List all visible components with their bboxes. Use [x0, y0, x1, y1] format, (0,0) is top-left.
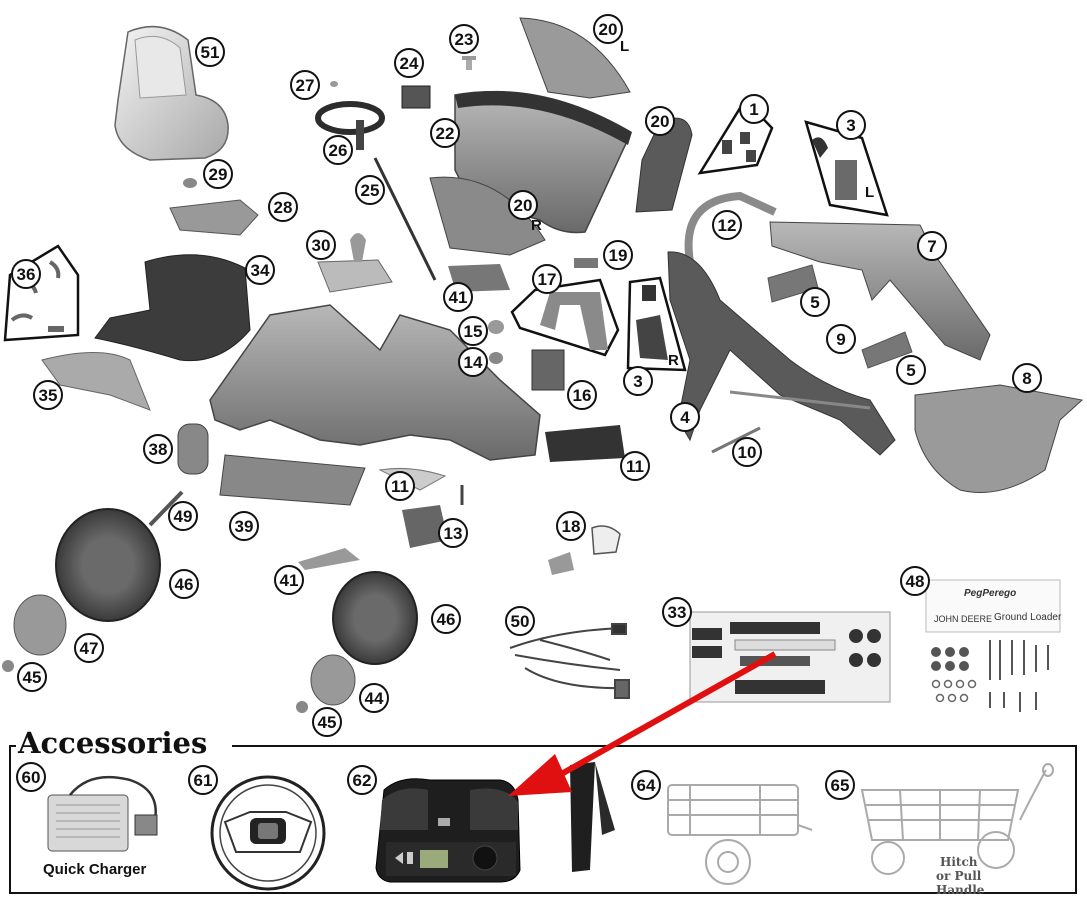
side-mark-right-20: R [531, 217, 542, 234]
callout-4: 4 [670, 402, 700, 432]
callout-8: 8 [1012, 363, 1042, 393]
callout-25: 25 [355, 175, 385, 205]
callout-29: 29 [203, 159, 233, 189]
hardware-kit-part [925, 579, 1061, 712]
callout-17: 17 [532, 264, 562, 294]
callout-20-top: 20 [593, 14, 623, 44]
callout-48: 48 [900, 566, 930, 596]
switch-part [401, 56, 476, 109]
side-mark-left-20: L [620, 38, 630, 55]
accessories-frame [9, 745, 1077, 894]
callout-20-right: 20 [645, 106, 675, 136]
callout-23: 23 [449, 24, 479, 54]
accessories-title: Accessories [16, 726, 214, 760]
callout-5-left: 5 [800, 287, 830, 317]
callout-27: 27 [290, 70, 320, 100]
callout-49: 49 [168, 501, 198, 531]
decal-sheet-part [689, 611, 891, 703]
hitch-label-line1: Hitch [940, 855, 978, 869]
callout-45-left: 45 [17, 662, 47, 692]
rear-fender-parts [3, 244, 251, 362]
callout-47: 47 [74, 633, 104, 663]
callout-10: 10 [732, 437, 762, 467]
decal-brand: PegPerego [964, 588, 1017, 599]
callout-22: 22 [430, 118, 460, 148]
steering-rod-part [373, 157, 437, 281]
decal-model: Ground Loader [994, 612, 1062, 623]
callout-11-right: 11 [620, 451, 650, 481]
callout-44: 44 [359, 683, 389, 713]
hitch-label-line2: or Pull Handle [936, 869, 985, 897]
callout-36: 36 [11, 259, 41, 289]
bucket-part [914, 384, 1084, 493]
red-arrow [508, 651, 777, 796]
seat-mount-parts [169, 178, 259, 236]
callout-5-right: 5 [896, 355, 926, 385]
steering-wheel-part [315, 81, 385, 150]
quick-charger-label: Quick Charger [43, 861, 147, 878]
callout-34: 34 [245, 255, 275, 285]
callout-41-top: 41 [443, 282, 473, 312]
trailer-accessory [667, 784, 813, 885]
callout-46-right: 46 [431, 604, 461, 634]
callout-61: 61 [188, 765, 218, 795]
gear-shifter-part [317, 233, 393, 293]
steering-wheel-accessory [210, 775, 326, 891]
callout-60: 60 [16, 762, 46, 792]
callout-3-top: 3 [836, 110, 866, 140]
callout-1: 1 [739, 94, 769, 124]
chassis-part [209, 304, 541, 461]
callout-15: 15 [458, 316, 488, 346]
callout-33: 33 [662, 597, 692, 627]
callout-65: 65 [825, 770, 855, 800]
wiring-harness-part [509, 623, 631, 699]
wagon-accessory [860, 763, 1054, 875]
callout-38: 38 [143, 434, 173, 464]
callout-24: 24 [394, 48, 424, 78]
quick-charger-part [47, 775, 158, 852]
callout-30: 30 [306, 230, 336, 260]
callout-16: 16 [567, 380, 597, 410]
misc-small-parts [298, 485, 621, 575]
callout-19: 19 [603, 240, 633, 270]
decal-product: JOHN DEERE [934, 614, 993, 624]
callout-12: 12 [712, 210, 742, 240]
battery-bracket-parts [448, 258, 687, 372]
callout-45-right: 45 [312, 707, 342, 737]
callout-46-left: 46 [169, 569, 199, 599]
side-mark-right-3: R [668, 352, 679, 369]
loader-frame-parts [667, 251, 913, 456]
callout-14: 14 [458, 347, 488, 377]
callout-28: 28 [268, 192, 298, 222]
callout-7: 7 [917, 231, 947, 261]
side-panel-parts [429, 17, 693, 256]
callout-39: 39 [229, 511, 259, 541]
wheel-parts [2, 490, 418, 713]
callout-62: 62 [347, 765, 377, 795]
callout-18: 18 [556, 511, 586, 541]
callout-41-bottom: 41 [274, 565, 304, 595]
seat-part [114, 25, 229, 161]
callout-35: 35 [33, 380, 63, 410]
callout-3-bottom: 3 [623, 366, 653, 396]
callout-9: 9 [826, 324, 856, 354]
sound-console-accessory [375, 778, 521, 883]
drivetrain-parts [177, 423, 625, 506]
callout-13: 13 [438, 518, 468, 548]
callout-26: 26 [323, 135, 353, 165]
callout-50: 50 [505, 606, 535, 636]
hitch-accessory [570, 762, 615, 872]
callout-64: 64 [631, 770, 661, 800]
callout-20-mid: 20 [508, 190, 538, 220]
callout-51: 51 [195, 37, 225, 67]
side-mark-left-3: L [865, 184, 875, 201]
callout-11-left: 11 [385, 471, 415, 501]
small-chassis-parts [41, 320, 565, 411]
